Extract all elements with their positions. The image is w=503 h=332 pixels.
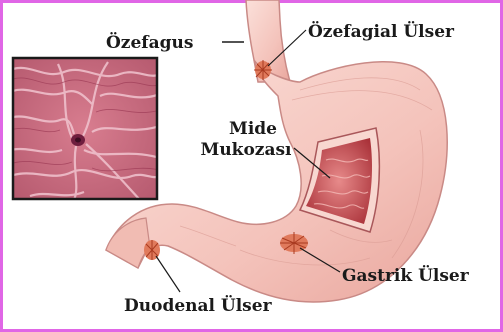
mucosa-label-line2: Mukozası	[201, 140, 293, 160]
mucosa-label-line1: Mide	[229, 119, 277, 139]
magnified-ulcer-inset	[10, 58, 160, 200]
duodenal-ulcer-leader-line	[156, 256, 180, 292]
duodenum-shape	[106, 218, 150, 268]
gastric-ulcer-label: Gastrik Ülser	[342, 265, 470, 286]
duodenal-ulcer-label: Duodenal Ülser	[124, 295, 273, 316]
esophageal-ulcer-label: Özefagial Ülser	[308, 21, 455, 42]
esophagus-label: Özefagus	[106, 32, 193, 53]
duodenal-ulcer-spot	[144, 240, 160, 260]
